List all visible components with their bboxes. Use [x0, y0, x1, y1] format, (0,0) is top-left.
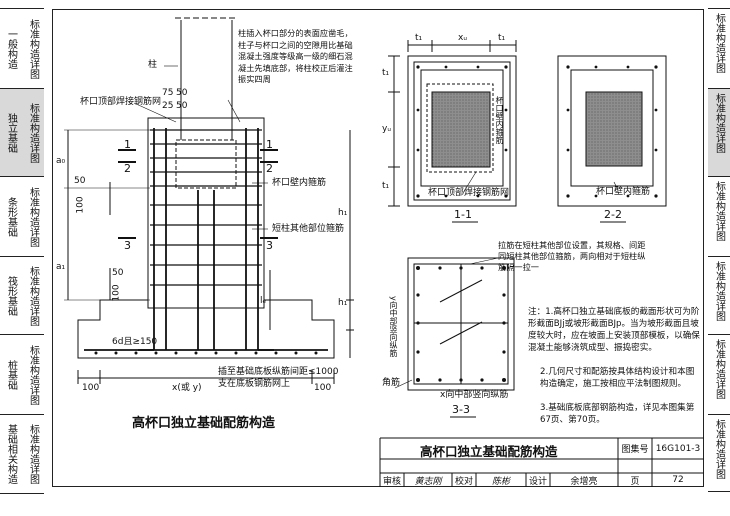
x-axis-label: x(或 y): [172, 383, 202, 393]
right-nav-tab-6[interactable]: 标准构造详图: [708, 414, 730, 492]
dim-h1: h₁: [338, 208, 348, 218]
right-nav-tab-2[interactable]: 标准构造详图: [708, 88, 730, 176]
check-name: 陈彬: [491, 476, 510, 487]
review-name: 黄志刚: [414, 476, 442, 487]
section-3-left: 3: [124, 239, 131, 252]
left-nav-tab-raft[interactable]: 筏形基础标准构造详图: [0, 256, 44, 335]
title-block-title: 高杯口独立基础配筋构造: [420, 444, 558, 459]
section-3-right: 3: [266, 239, 273, 252]
bottom-note-2: 支在底板钢筋网上: [218, 379, 291, 389]
dim-100-lower: 100: [111, 284, 122, 302]
dim-100-bottom-left: 100: [82, 383, 100, 393]
plan33-corner-label: 角筋: [382, 378, 401, 388]
page-number: 72: [672, 475, 684, 485]
design-label: 设计: [528, 476, 547, 487]
dim-75: 75: [162, 88, 174, 98]
dim-h1-b: h₁: [338, 298, 348, 308]
plan11-title: 1-1: [454, 208, 472, 221]
column-label: 柱: [148, 60, 158, 70]
dim-25: 25: [162, 101, 174, 111]
right-nav-tab-1[interactable]: 标准构造详图: [708, 8, 730, 88]
note-1: 注：1.高杯口独立基础底板的截面形状可为阶形截面BJj或坡形截面BJp。当为坡形…: [528, 307, 700, 353]
section-2-right: 2: [266, 162, 273, 175]
page-label: 页: [630, 476, 640, 487]
left-nav-tab-strip[interactable]: 条形基础标准构造详图: [0, 176, 44, 257]
anchor-length-label: 6d且≥150: [112, 337, 158, 347]
left-nav-tab-general[interactable]: 一般构造标准构造详图: [0, 8, 44, 89]
design-name: 余增亮: [570, 476, 598, 487]
dim-a0: a₀: [56, 156, 66, 166]
left-nav: 一般构造标准构造详图 独立基础标准构造详图 条形基础标准构造详图 筏形基础标准构…: [0, 8, 44, 494]
short-column-hoop-label: 短柱其他部位箍筋: [272, 224, 345, 234]
left-nav-tab-related[interactable]: 基础相关构造标准构造详图: [0, 414, 44, 494]
check-label: 校对: [454, 476, 473, 487]
right-nav: 标准构造详图 标准构造详图 标准构造详图 标准构造详图 标准构造详图 标准构造详…: [708, 8, 730, 492]
figure-caption: 高杯口独立基础配筋构造: [132, 416, 276, 431]
plan33-y-mid-label: y向中部竖向纵筋: [389, 296, 398, 357]
cup-wall-hoop-label: 杯口壁内箍筋: [272, 178, 327, 188]
drawing-frame: [52, 9, 704, 487]
right-nav-tab-5[interactable]: 标准构造详图: [708, 334, 730, 414]
atlas-label: 图集号: [621, 445, 649, 455]
plan11-xu: xᵤ: [458, 33, 467, 43]
dim-le: lₑ: [260, 296, 267, 306]
dim-100-bottom-right: 100: [314, 383, 332, 393]
plan11-mesh-label: 杯口顶部焊接钢筋网: [428, 188, 510, 198]
bottom-note-1: 插至基础底板纵筋间距≤1000: [218, 367, 339, 377]
plan11-t1-c: t₁: [382, 68, 390, 78]
dim-50-top: 50: [176, 88, 188, 98]
dim-a1: a₁: [56, 262, 66, 272]
section-2-left: 2: [124, 162, 131, 175]
section-1-right: 1: [266, 138, 273, 151]
plan33-title: 3-3: [452, 403, 470, 416]
plan33-x-mid-label: x向中部竖向纵筋: [440, 390, 509, 400]
plan11-t1: t₁: [415, 33, 423, 43]
plan33-tie-note: 拉筋在短柱其他部位设置，其规格、间距同短柱其他部位箍筋，两向相对于短柱纵筋隔一拉…: [498, 240, 646, 272]
review-label: 审核: [382, 476, 401, 487]
cup-top-mesh-label: 杯口顶部焊接钢筋网: [80, 97, 162, 107]
plan11-t1-d: t₁: [382, 181, 390, 191]
left-nav-tab-isolated[interactable]: 独立基础标准构造详图: [0, 88, 44, 177]
column-insert-note: 柱插入杯口部分的表面应凿毛，柱子与杯口之间的空隙用比基础混凝土强度等级高一级的细…: [238, 28, 353, 85]
dim-50-lower: 50: [112, 268, 124, 278]
plan11-hoop-label: 杯口壁内箍筋: [495, 96, 504, 144]
right-nav-tab-4[interactable]: 标准构造详图: [708, 256, 730, 334]
plan22-hoop-label: 杯口壁内箍筋: [596, 187, 651, 197]
dim-50-left: 50: [74, 176, 86, 186]
atlas-number: 16G101-3: [655, 443, 701, 454]
right-nav-tab-3[interactable]: 标准构造详图: [708, 176, 730, 256]
note-3: 3.基础底板底部钢筋构造，详见本图集第67页、第70页。: [540, 403, 695, 425]
section-1-left: 1: [124, 138, 131, 151]
plan11-yu: yᵤ: [382, 124, 391, 134]
note-2: 2.几何尺寸和配筋按具体结构设计和本图构造确定，施工按相应平法制图规则。: [540, 367, 695, 389]
dim-100-left: 100: [75, 196, 86, 214]
dim-50-top-b: 50: [176, 101, 188, 111]
left-nav-tab-pile[interactable]: 桩基础标准构造详图: [0, 334, 44, 415]
plan11-t1-b: t₁: [498, 33, 506, 43]
plan22-title: 2-2: [604, 208, 622, 221]
